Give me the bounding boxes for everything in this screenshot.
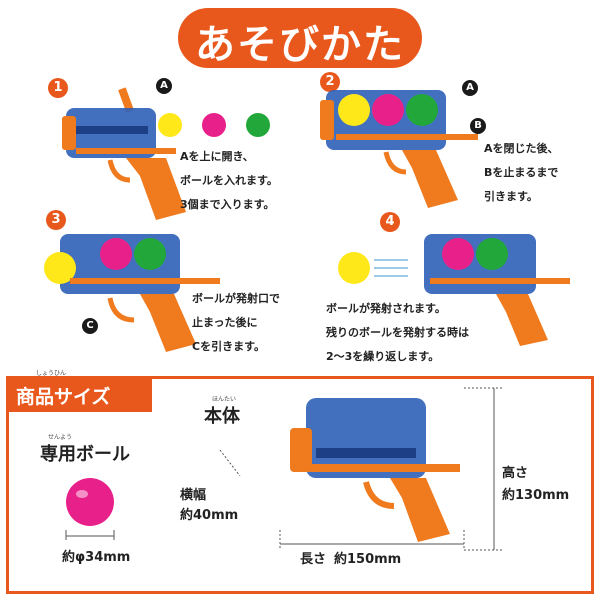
step1-line-3: 3個まで入ります。 (180, 198, 275, 211)
width-label: 横幅 (180, 488, 207, 503)
size-section-heading-bg: 商品サイズ (6, 376, 152, 412)
dimension-lines (219, 387, 504, 551)
step1-gun-illustration (62, 87, 186, 220)
ball-illustration (65, 478, 115, 540)
body-gun-illustration (290, 398, 460, 542)
step1-line-2: ボールを入れます。 (180, 174, 278, 187)
step1-balls (158, 113, 270, 137)
callout-a-step2: A (462, 80, 478, 96)
step4-line-3: 2〜3を繰り返します。 (326, 350, 440, 363)
callout-a-step1: A (156, 78, 172, 94)
step2-line-2: Bを止まるまで (484, 166, 559, 179)
step2-gun-illustration (320, 90, 478, 208)
size-section-heading: 商品サイズ (16, 386, 111, 408)
ball-title: 専用ボール (40, 444, 130, 465)
step1-line-1: Aを上に開き、 (180, 150, 254, 163)
ball-size-value: 約φ34mm (62, 550, 131, 565)
body-title: 本体 (204, 406, 240, 427)
page-title-wrap: あそびかた (0, 12, 600, 70)
step-number-2: 2 (320, 72, 340, 92)
step4-line-1: ボールが発射されます。 (326, 302, 446, 315)
step-number-4: 4 (380, 212, 400, 232)
step-number-3: 3 (46, 210, 66, 230)
height-label: 高さ (502, 466, 529, 481)
width-value: 約40mm (180, 508, 239, 523)
ball-title-ruby: せんよう (48, 434, 73, 441)
step3-line-1: ボールが発射口で (192, 292, 280, 305)
step3-line-2: 止まった後に (192, 316, 258, 329)
step-number-1: 1 (48, 78, 68, 98)
step2-line-1: Aを閉じた後、 (484, 142, 559, 155)
height-value: 約130mm (502, 488, 570, 503)
size-section-frame (6, 376, 594, 594)
step3-line-3: Cを引きます。 (192, 340, 265, 353)
body-title-ruby: ほんたい (212, 396, 237, 403)
title-badge (178, 8, 422, 68)
step3-gun-illustration (44, 234, 220, 352)
callout-c-step3: C (82, 318, 98, 334)
size-section-heading-ruby: しょうひん (36, 370, 67, 377)
step2-line-3: 引きます。 (484, 190, 538, 203)
length-value: 約150mm (334, 552, 402, 567)
callout-b-step2: B (470, 118, 486, 134)
step4-gun-illustration (338, 234, 570, 346)
length-label: 長さ (300, 552, 327, 567)
step4-line-2: 残りのボールを発射する時は (326, 326, 469, 339)
page-title: あそびかた (195, 22, 405, 68)
